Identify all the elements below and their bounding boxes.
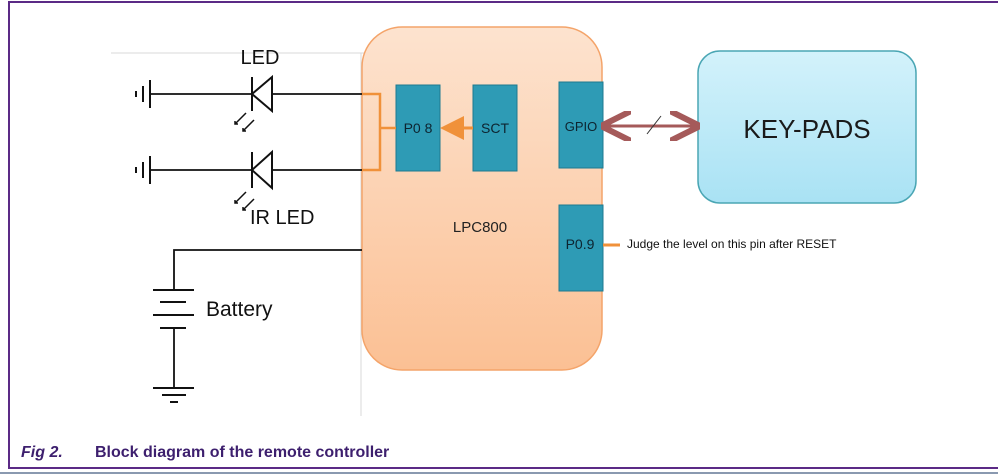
battery-circuit xyxy=(153,249,362,403)
sct-block xyxy=(472,84,518,172)
p08-label: P0 8 xyxy=(404,120,433,136)
figure-caption: Fig 2. Block diagram of the remote contro… xyxy=(21,444,389,462)
battery-label: Battery xyxy=(206,298,273,321)
p09-block xyxy=(558,204,604,292)
mcu-block xyxy=(361,26,603,371)
figure-title: Block diagram of the remote controller xyxy=(95,444,390,461)
p09-note: Judge the level on this pin after RESET xyxy=(627,237,837,251)
ir-led-circuit xyxy=(135,149,362,211)
bus-slash xyxy=(646,115,662,135)
keypads-label: KEY-PADS xyxy=(743,114,870,144)
page-rule xyxy=(0,472,998,474)
led-circuit xyxy=(135,74,362,132)
ir-led-label: IR LED xyxy=(250,207,314,229)
gpio-label: GPIO xyxy=(565,119,598,134)
sct-label: SCT xyxy=(481,120,509,136)
led-label: LED xyxy=(241,47,280,69)
p08-block xyxy=(395,84,441,172)
p09-label: P0.9 xyxy=(566,236,595,252)
mcu-label: LPC800 xyxy=(453,219,507,236)
led-bus-bracket xyxy=(362,92,382,172)
figure-frame xyxy=(8,1,998,469)
figure-number: Fig 2. xyxy=(21,444,63,461)
